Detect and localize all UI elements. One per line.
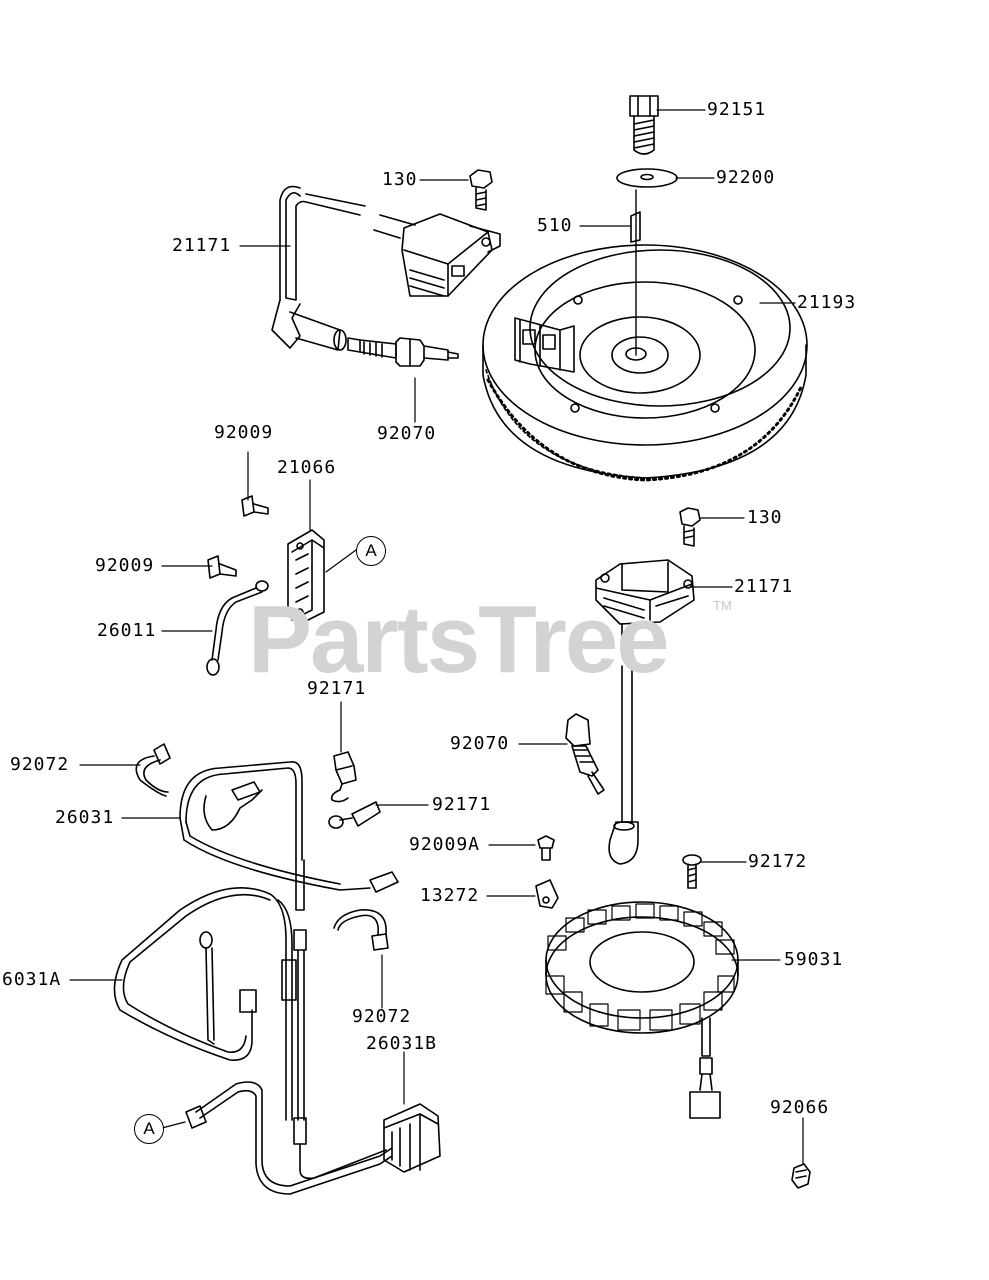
label-92172: 92172 (748, 851, 808, 872)
label-130-top: 130 (382, 169, 418, 190)
label-92066: 92066 (770, 1097, 830, 1118)
leader-lines (69, 109, 804, 1165)
label-92009-b: 92009 (95, 555, 155, 576)
screw-92009-a-icon (241, 495, 269, 517)
label-510: 510 (537, 215, 573, 236)
terminal-92171-b-icon (328, 801, 381, 829)
wiring-harness-26031-icon (113, 761, 441, 1195)
label-26011: 26011 (97, 620, 157, 641)
screw-92172-icon (682, 854, 702, 889)
spark-plug-mid-icon (565, 713, 605, 795)
ignition-coil-top-icon (271, 185, 501, 351)
label-92171-b: 92171 (432, 794, 492, 815)
screw-130-right-icon (679, 507, 701, 547)
label-26031: 26031 (55, 807, 115, 828)
label-59031: 59031 (784, 949, 844, 970)
label-92009-a: 92009 (214, 422, 274, 443)
label-21171-top: 21171 (172, 235, 232, 256)
label-92072-a: 92072 (10, 754, 70, 775)
bracket-13272-icon (535, 879, 559, 909)
spark-plug-top-icon (347, 337, 459, 367)
key-510-icon (630, 211, 641, 243)
nut-92066-icon (791, 1163, 811, 1189)
ignition-coil-right-icon (595, 559, 695, 865)
callout-a-lower: A (134, 1114, 164, 1144)
label-92171-a: 92171 (307, 678, 367, 699)
screw-92009A-icon (537, 835, 555, 861)
callout-a-upper: A (356, 536, 386, 566)
label-26031A: 6031A (2, 969, 62, 990)
label-92009A: 92009A (409, 834, 481, 855)
label-92072-b: 92072 (352, 1006, 412, 1027)
terminal-92171-a-icon (330, 751, 357, 803)
label-21171-right: 21171 (734, 576, 794, 597)
connector-92072-b-icon (333, 909, 389, 951)
regulator-21066-icon (287, 529, 325, 625)
label-92070-mid: 92070 (450, 733, 510, 754)
connector-92072-a-icon (135, 743, 171, 797)
screw-130-top-icon (469, 169, 493, 211)
label-92070-top: 92070 (377, 423, 437, 444)
bolt-92151-icon (629, 95, 659, 155)
label-21193: 21193 (797, 292, 857, 313)
trademark-mark: TM (713, 598, 732, 613)
label-13272: 13272 (420, 885, 480, 906)
label-92200: 92200 (716, 167, 776, 188)
stator-59031-icon (545, 901, 739, 1119)
washer-92200-icon (616, 168, 678, 188)
flywheel-21193-icon (482, 244, 808, 482)
label-92151: 92151 (707, 99, 767, 120)
screw-92009-b-icon (207, 555, 237, 579)
label-130-right: 130 (747, 507, 783, 528)
partstree-watermark: PartsTree (248, 586, 670, 693)
label-26031B: 26031B (366, 1033, 438, 1054)
label-21066: 21066 (277, 457, 337, 478)
ground-lead-26011-icon (206, 580, 269, 676)
